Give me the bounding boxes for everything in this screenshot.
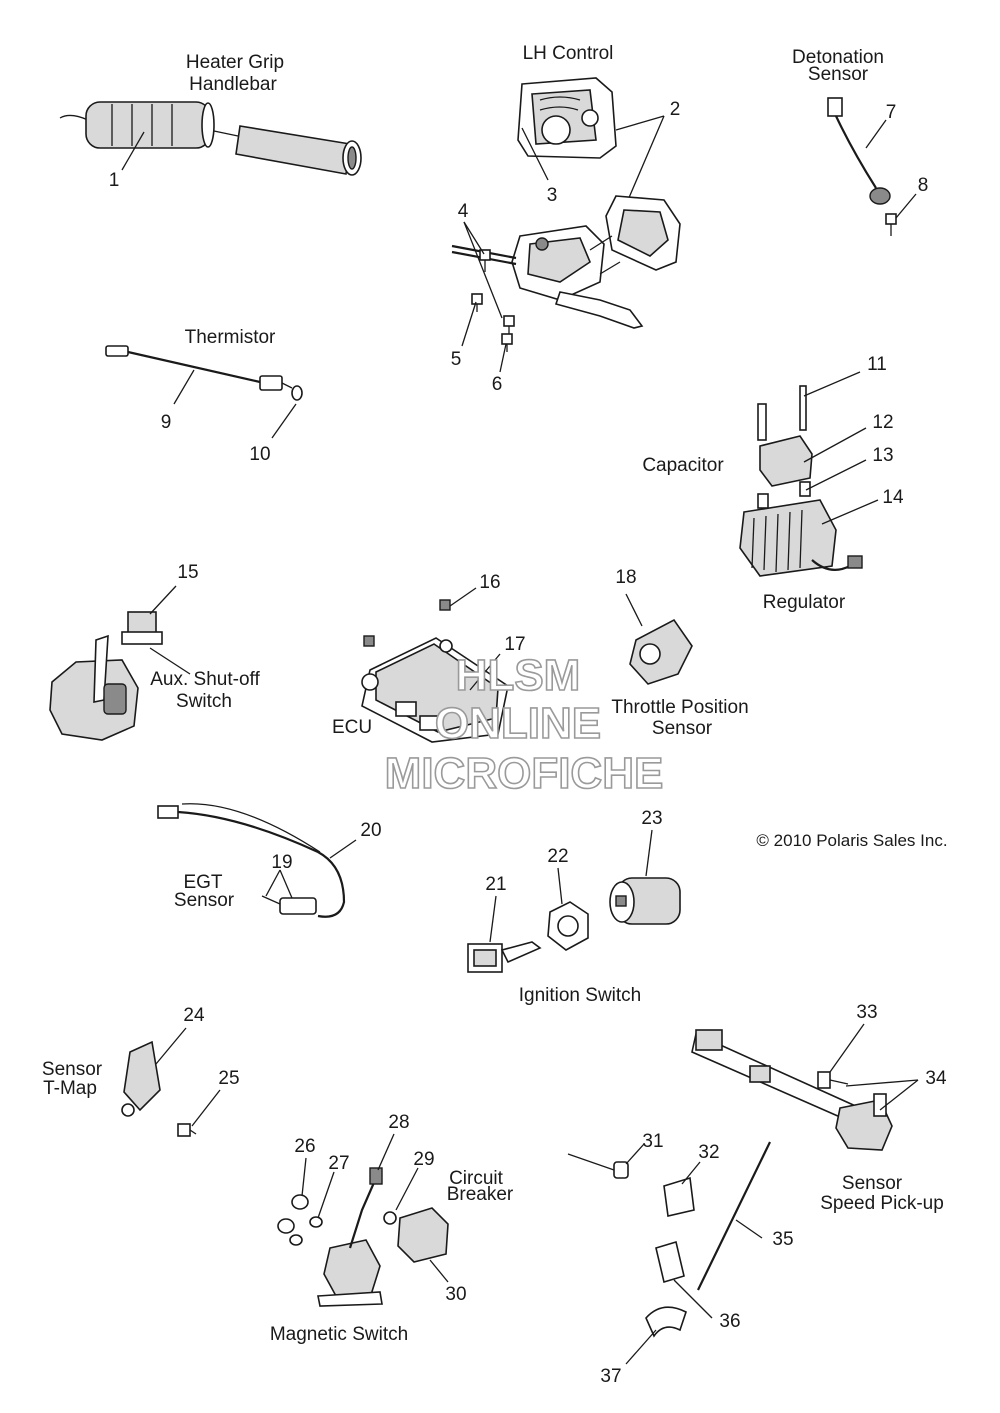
callout-8: 8 bbox=[918, 175, 929, 196]
callout-15: 15 bbox=[177, 562, 198, 583]
callout-3: 3 bbox=[547, 185, 558, 206]
callout-32: 32 bbox=[698, 1142, 719, 1163]
label-detonation-sensor: Sensor bbox=[808, 64, 869, 85]
egt-sensor-illustration bbox=[157, 803, 346, 918]
label-magnetic-switch: Magnetic Switch bbox=[270, 1324, 408, 1345]
magnetic-switch-illustration bbox=[277, 1167, 383, 1307]
callout-31: 31 bbox=[642, 1131, 663, 1152]
label-capacitor: Capacitor bbox=[642, 455, 724, 476]
ignition-nut-illustration bbox=[547, 901, 589, 951]
label-speed-sensor: Sensor bbox=[842, 1173, 903, 1194]
label-breaker: Breaker bbox=[447, 1184, 514, 1205]
callout-33: 33 bbox=[856, 1002, 877, 1023]
throttle-position-sensor-illustration bbox=[629, 618, 693, 685]
callout-10: 10 bbox=[249, 444, 270, 465]
callout-21: 21 bbox=[485, 874, 506, 895]
label-ignition-switch: Ignition Switch bbox=[519, 985, 642, 1006]
label-thermistor: Thermistor bbox=[185, 327, 276, 348]
callout-17: 17 bbox=[504, 634, 525, 655]
screws-4-5-6 bbox=[471, 249, 515, 352]
label-ecu: ECU bbox=[332, 717, 372, 738]
copyright: © 2010 Polaris Sales Inc. bbox=[756, 831, 947, 850]
label-speed-pickup: Speed Pick-up bbox=[820, 1193, 944, 1214]
thermistor-illustration bbox=[105, 345, 303, 401]
lh-control-illustration bbox=[517, 77, 617, 159]
callout-4: 4 bbox=[458, 201, 469, 222]
callout-5: 5 bbox=[451, 349, 462, 370]
callout-7: 7 bbox=[886, 102, 897, 123]
callout-23: 23 bbox=[641, 808, 662, 829]
callout-30: 30 bbox=[445, 1284, 466, 1305]
label-heater-grip: Heater Grip bbox=[186, 52, 284, 73]
callout-36: 36 bbox=[719, 1311, 740, 1332]
label-handlebar: Handlebar bbox=[189, 74, 277, 95]
ignition-switch-body-illustration bbox=[609, 877, 681, 925]
callout-12: 12 bbox=[872, 412, 893, 433]
callout-27: 27 bbox=[328, 1153, 349, 1174]
label-egt-sensor: Sensor bbox=[174, 890, 235, 911]
callout-6: 6 bbox=[492, 374, 503, 395]
callout-16: 16 bbox=[479, 572, 500, 593]
label-lh-control: LH Control bbox=[523, 43, 614, 64]
callout-34: 34 bbox=[925, 1068, 947, 1089]
callout-37: 37 bbox=[600, 1366, 621, 1387]
ignition-key-illustration bbox=[467, 941, 542, 973]
detonation-sensor-illustration bbox=[827, 97, 897, 236]
callout-29: 29 bbox=[413, 1149, 434, 1170]
label-throttle-sensor: Sensor bbox=[652, 718, 713, 739]
label-tmap-sensor: Sensor bbox=[42, 1059, 103, 1080]
clips-illustration bbox=[567, 1141, 771, 1338]
aux-shutoff-illustration bbox=[49, 611, 163, 741]
circuit-breaker-illustration bbox=[383, 1207, 449, 1263]
label-tmap: T-Map bbox=[43, 1078, 97, 1099]
ecu-illustration bbox=[361, 599, 509, 743]
label-regulator: Regulator bbox=[763, 592, 846, 613]
watermark-hlsm: HLSM bbox=[456, 651, 581, 700]
callout-25: 25 bbox=[218, 1068, 239, 1089]
label-circuit: Circuit bbox=[449, 1168, 504, 1189]
callout-14: 14 bbox=[882, 487, 904, 508]
callout-9: 9 bbox=[161, 412, 172, 433]
label-aux-shutoff: Aux. Shut-off bbox=[150, 669, 260, 690]
capacitor-illustration bbox=[757, 385, 813, 509]
callout-22: 22 bbox=[547, 846, 568, 867]
tmap-sensor-illustration bbox=[121, 1040, 197, 1137]
heater-grip-illustration bbox=[59, 101, 362, 176]
callout-20: 20 bbox=[360, 820, 381, 841]
callout-11: 11 bbox=[867, 354, 887, 375]
watermark-online: ONLINE bbox=[435, 699, 601, 748]
label-throttle-position: Throttle Position bbox=[611, 697, 748, 718]
callout-35: 35 bbox=[772, 1229, 793, 1250]
callout-28: 28 bbox=[388, 1112, 409, 1133]
callout-1: 1 bbox=[109, 170, 120, 191]
callout-18: 18 bbox=[615, 567, 636, 588]
callout-26: 26 bbox=[294, 1136, 315, 1157]
callout-24: 24 bbox=[183, 1005, 205, 1026]
regulator-illustration bbox=[739, 499, 863, 577]
lh-control-exploded bbox=[451, 195, 681, 329]
label-aux-switch: Switch bbox=[176, 691, 232, 712]
callout-2: 2 bbox=[670, 99, 681, 120]
callout-13: 13 bbox=[872, 445, 893, 466]
label-egt: EGT bbox=[183, 872, 222, 893]
watermark-microfiche: MICROFICHE bbox=[385, 749, 664, 798]
label-detonation: Detonation bbox=[792, 47, 884, 68]
speed-sensor-illustration bbox=[691, 1029, 893, 1151]
callout-19: 19 bbox=[271, 852, 292, 873]
